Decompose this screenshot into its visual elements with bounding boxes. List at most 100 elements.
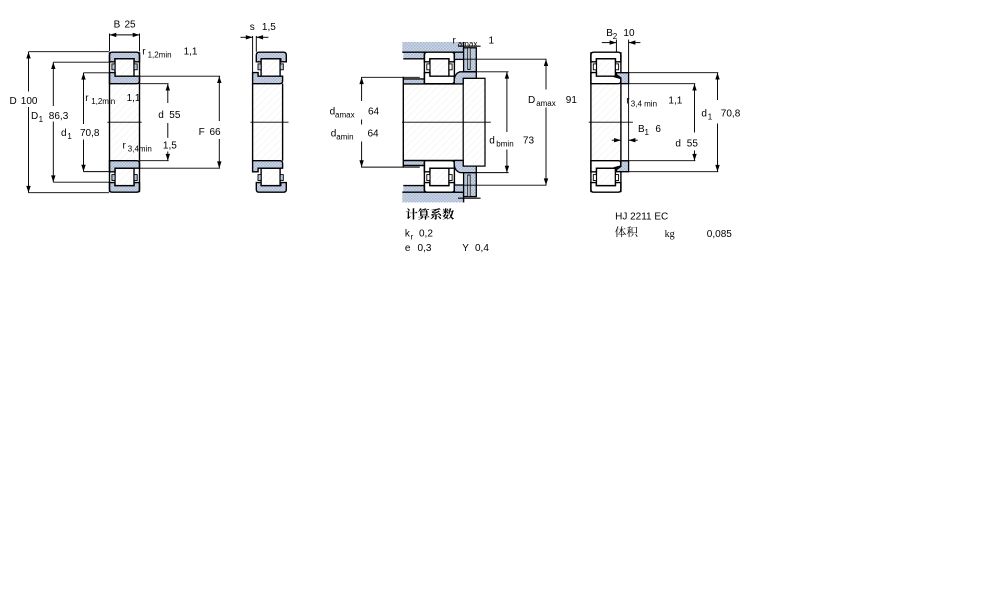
v1-dim-d-value: 55 [169, 110, 181, 121]
view-angle-ring: B 2 10 r 3,4 min 1,1 B 1 6 d 55 d 1 70,8 [588, 28, 741, 193]
v3-dim-Da-label: D [528, 95, 535, 106]
dim-arrow [543, 59, 549, 66]
v3-dim-damin-label: d [331, 129, 337, 140]
v4-dim-r34-value: 1,1 [668, 95, 682, 106]
dim-arrow [504, 165, 510, 173]
angle-ring-designation: HJ 2211 EC [615, 211, 668, 222]
v3-housing-shoulder-bottom [403, 185, 425, 193]
calc-factors: k r 0,2 e 0,3 Y 0,4 [405, 208, 489, 254]
v1-cage-bottom [133, 174, 138, 181]
v2-inner-ring-top [251, 71, 284, 85]
v3-dim-db-value: 73 [523, 136, 535, 147]
v4-dim-d1-sub: 1 [708, 113, 713, 122]
dim-arrow [609, 40, 617, 45]
view-main-cross-section: B 25 r 1,2min 1,1 D 100 D 1 86,3 d 1 70,… [10, 20, 222, 194]
v1-dim-d1-value: 70,8 [80, 128, 100, 139]
dim-arrow [614, 138, 621, 143]
v3-housing-shoulder-top [403, 52, 425, 59]
v2-cage-bottom [279, 174, 284, 181]
v1-dim-r12i-label: r [85, 93, 89, 104]
calc-factors-title-glyphs [405, 208, 455, 220]
v1-dim-F-label: F [199, 127, 205, 138]
v1-roller-top [114, 58, 135, 77]
v1-cage-bottom [111, 174, 116, 181]
v3-dim-Da-sub: amax [536, 99, 556, 108]
v2-dim-s-value: 1,5 [262, 22, 276, 33]
v1-dim-r12o-label: r [142, 47, 146, 58]
v4-roller-bottom [595, 167, 617, 187]
v1-dim-D1-label: D [31, 111, 38, 122]
v2-cage-top [279, 63, 284, 71]
v4-cage-bottom [615, 174, 620, 181]
v1-dim-r12i-sub: 1,2min [91, 97, 115, 106]
dim-arrow [504, 71, 510, 79]
v3-abutment-fillet-top [453, 71, 477, 85]
v3-abutment-groove-bottom [467, 174, 471, 198]
v4-cage-bottom [592, 174, 597, 181]
v4-dim-B2-value: 10 [623, 28, 635, 39]
v2-cage-bottom [257, 174, 262, 181]
v2-dim-s-label: s [250, 22, 255, 33]
v3-dim-damax-sub: amax [335, 111, 355, 120]
v3-dim-damin-sub: amin [336, 133, 353, 142]
dim-arrow [543, 178, 549, 186]
dim-arrow [165, 153, 170, 161]
v3-abutment-lip-bottom [453, 184, 465, 193]
dim-arrow [628, 40, 636, 45]
v4-angle-ring-top [615, 72, 630, 85]
dim-arrow [245, 35, 253, 40]
dim-arrow [132, 32, 140, 38]
v4-dim-d1-label: d [701, 109, 707, 120]
v1-dim-D1-value: 86,3 [49, 111, 69, 122]
v3-dim-db-sub: bmin [496, 140, 513, 149]
view-abutment: r amax 1 d amax 64 d amin 64 D amax 91 d… [330, 35, 578, 203]
v1-dim-D-label: D [10, 96, 17, 107]
v4-dim-d-label: d [675, 138, 681, 149]
v1-dim-r12o-value: 1,1 [184, 47, 198, 58]
v3-shaft-shoulder-top [403, 78, 425, 84]
v3-dim-Da-value: 91 [566, 95, 578, 106]
dim-arrow [165, 83, 170, 91]
v1-dim-B-label: B [114, 20, 121, 31]
v4-dim-B1-sub: 1 [645, 128, 650, 137]
v3-cage-top [426, 63, 431, 71]
v2-roller-bottom [260, 167, 281, 187]
v1-dim-F-value: 66 [210, 127, 222, 138]
v4-ring-step-top [613, 75, 621, 80]
v4-dim-r34-sub: 3,4 min [631, 99, 657, 108]
v3-abutment-lip-top [453, 51, 465, 61]
v1-dim-D-value: 100 [21, 96, 38, 107]
v4-cage-top [615, 63, 620, 71]
v3-roller-top [429, 58, 450, 77]
dim-arrow [81, 72, 86, 80]
v3-dim-ra-sub: amax [458, 39, 478, 48]
v1-cage-top [111, 63, 116, 71]
v1-dim-d1-sub: 1 [67, 132, 72, 141]
dim-arrow [359, 160, 364, 168]
v3-cage-top [448, 63, 453, 71]
v1-dim-r12i-value: 1,1 [127, 93, 141, 104]
dim-arrow [51, 175, 56, 183]
dim-arrow [715, 72, 720, 80]
calc-kr-label: k [405, 229, 411, 240]
v4-dim-B1-label: B [638, 124, 645, 135]
v4-dim-B2-label: B [606, 28, 613, 39]
v3-dim-db-label: d [489, 136, 495, 147]
dim-arrow [217, 161, 222, 169]
v4-dim-B1-value: 6 [655, 124, 661, 135]
v1-dim-r34-value: 1,5 [163, 141, 177, 152]
v3-cage-bottom [448, 174, 453, 181]
calc-Y-label: Y [462, 243, 469, 254]
v3-dim-damin-value: 64 [368, 129, 380, 140]
dim-arrow [628, 138, 636, 143]
v3-dim-ra-label: r [453, 35, 457, 46]
v3-dim-damax-label: d [330, 107, 336, 118]
angle-ring-mass-label-glyphs [615, 226, 638, 238]
v3-dim-ra-value: 1 [489, 35, 495, 46]
v1-dim-D1-sub: 1 [39, 115, 44, 124]
dim-arrow [217, 76, 222, 83]
v3-shaft-shoulder-bottom [403, 160, 425, 166]
dim-arrow [26, 185, 31, 193]
